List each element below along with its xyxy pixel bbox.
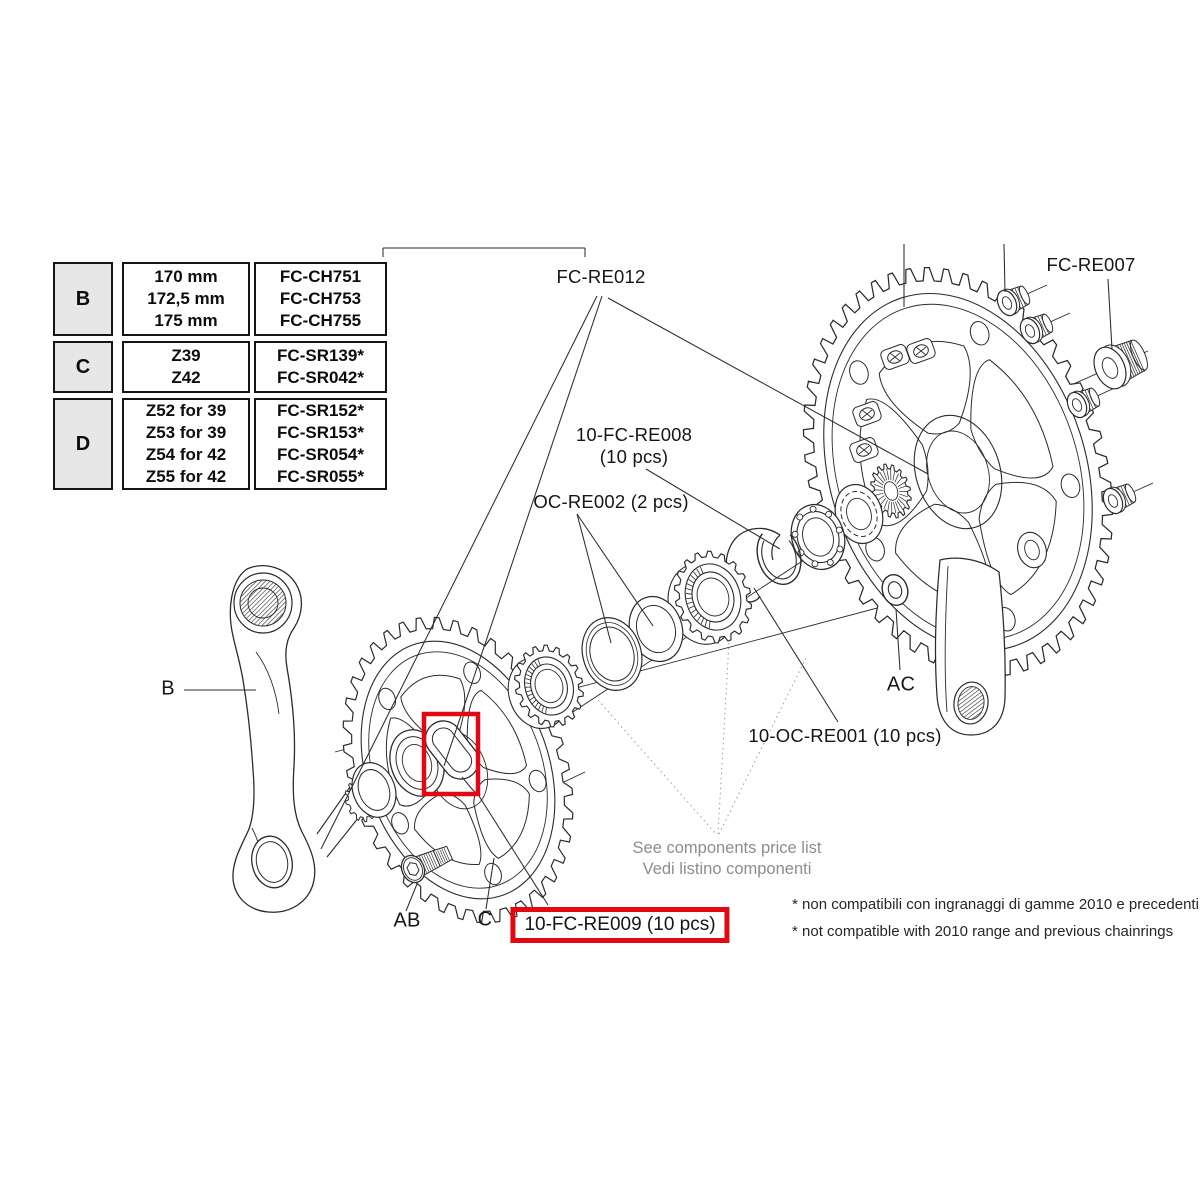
label-oc-re002: OC-RE002 (2 pcs)	[533, 491, 689, 512]
seal-rings	[581, 596, 684, 691]
row-options: 170 mm 172,5 mm 175 mm	[122, 262, 250, 336]
left-crank-arm	[229, 565, 316, 913]
label-ac: AC	[886, 673, 916, 696]
chainring-bolt	[1102, 483, 1137, 515]
chainring-bolt	[1066, 387, 1101, 419]
chainring-bolt	[1019, 313, 1054, 345]
label-10-fc-re008: 10-FC-RE008 (10 pcs)	[576, 424, 692, 468]
label-b: B	[161, 677, 175, 700]
row-options: Z52 for 39 Z53 for 39 Z54 for 42 Z55 for…	[122, 398, 250, 490]
label-10-fc-re008-code: 10-FC-RE008	[575, 424, 693, 445]
leader-lines	[184, 243, 1113, 912]
price-list-note-en: See components price list	[632, 839, 822, 857]
bottom-bracket-parts	[756, 483, 884, 586]
chainring-bolt	[996, 285, 1031, 317]
footnote-english: * not compatible with 2010 range and pre…	[792, 923, 1174, 940]
row-key: C	[53, 341, 113, 393]
highlighted-label-10-fc-re009: 10-FC-RE009 (10 pcs)	[510, 907, 730, 943]
price-list-note-it: Vedi listino componenti	[642, 860, 812, 878]
row-codes: FC-SR152* FC-SR153* FC-SR054* FC-SR055*	[254, 398, 387, 490]
fixing-bolt-large	[1093, 339, 1148, 390]
chainring-bolts	[996, 285, 1148, 515]
label-fc-re012: FC-RE012	[556, 266, 646, 287]
row-options: Z39 Z42	[122, 341, 250, 393]
row-codes: FC-CH751 FC-CH753 FC-CH755	[254, 262, 387, 336]
label-10-oc-re001: 10-OC-RE001 (10 pcs)	[748, 725, 942, 746]
row-codes: FC-SR139* FC-SR042*	[254, 341, 387, 393]
table-row-c: C Z39 Z42 FC-SR139* FC-SR042*	[53, 341, 387, 393]
washer-ac	[881, 574, 909, 606]
label-ab: AB	[393, 909, 421, 932]
label-fc-re007: FC-RE007	[1046, 254, 1136, 275]
label-10-fc-re008-qty: (10 pcs)	[599, 446, 669, 467]
row-key: B	[53, 262, 113, 336]
price-list-pointers	[597, 642, 807, 835]
right-crankset	[802, 267, 1114, 677]
crank-bolt-ab	[400, 845, 454, 884]
price-list-note: See components price list Vedi listino c…	[633, 838, 822, 880]
highlight-part-obround	[424, 720, 480, 796]
bearing-cup-right	[667, 550, 753, 645]
right-crank-arm	[934, 557, 1006, 736]
spindle-spline	[870, 463, 912, 519]
spare-parts-table: B 170 mm 172,5 mm 175 mm FC-CH751 FC-CH7…	[53, 262, 387, 490]
table-row-b: B 170 mm 172,5 mm 175 mm FC-CH751 FC-CH7…	[53, 262, 387, 336]
bearing-cup-left	[507, 644, 584, 729]
label-c: C	[477, 908, 493, 931]
row-key: D	[53, 398, 113, 490]
table-row-d: D Z52 for 39 Z53 for 39 Z54 for 42 Z55 f…	[53, 398, 387, 490]
footnote-italian: * non compatibili con ingranaggi di gamm…	[792, 896, 1199, 913]
highlight-part-box	[421, 711, 481, 797]
